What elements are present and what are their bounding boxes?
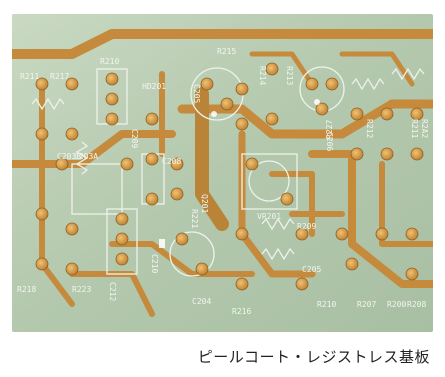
label: C210: [150, 254, 159, 273]
label: VR201: [257, 212, 281, 221]
label: C208: [162, 157, 181, 166]
label: R215: [217, 47, 236, 56]
label: C205: [192, 84, 201, 103]
label: C212: [108, 282, 117, 301]
label: R200: [387, 300, 406, 309]
image-caption: ピールコート・レジストレス基板: [197, 348, 430, 366]
component-labels: R215 R214 R213 C206 R211 R212 R2A2 C205 …: [17, 47, 429, 316]
label: C203A: [74, 152, 98, 161]
label: R211: [20, 72, 39, 81]
label: HD201: [142, 82, 166, 91]
label: R208: [407, 300, 426, 309]
label: C203B: [57, 152, 81, 161]
label: R210: [317, 300, 336, 309]
label: R214: [258, 66, 267, 85]
solder-pads: [35, 62, 424, 291]
label: R227: [325, 120, 334, 139]
label: C209: [130, 129, 139, 148]
pcb-photo: R215 R214 R213 C206 R211 R212 R2A2 C205 …: [12, 14, 433, 332]
label: R218: [17, 285, 36, 294]
label: R223: [72, 285, 91, 294]
label: Q201: [200, 194, 209, 213]
label: C206: [325, 132, 334, 151]
board-substrate: [12, 14, 433, 332]
label: R212: [365, 119, 374, 138]
label: C204: [192, 297, 211, 306]
label: R2A2: [420, 119, 429, 138]
label: R217: [50, 72, 69, 81]
label: R207: [357, 300, 376, 309]
label: R216: [232, 307, 251, 316]
label: R210: [100, 57, 119, 66]
label: R221: [190, 209, 199, 228]
label: R209: [297, 222, 316, 231]
pcb-board-illustration: R215 R214 R213 C206 R211 R212 R2A2 C205 …: [12, 14, 433, 332]
label: R213: [285, 66, 294, 85]
component-bodies: [159, 99, 320, 248]
label: C205: [302, 265, 321, 274]
label: R211: [410, 119, 419, 138]
